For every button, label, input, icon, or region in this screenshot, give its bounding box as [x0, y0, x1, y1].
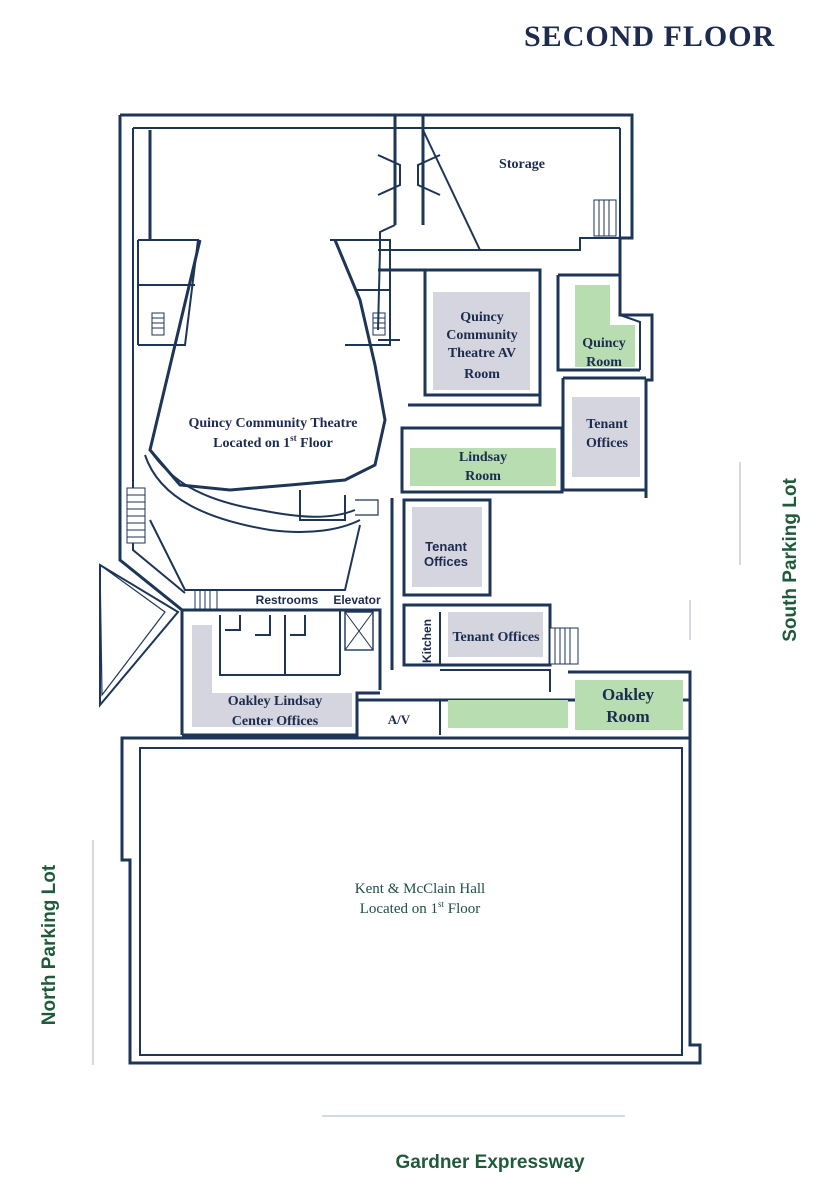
quincy-room-label-line2: Room — [586, 355, 622, 370]
av-oakley-row — [355, 670, 692, 738]
hall-label-line1: Kent & McClain Hall — [355, 881, 485, 897]
oakley-room-label-line2: Room — [606, 707, 649, 726]
theatre-block — [137, 130, 391, 591]
hall-label-line2: Located on 1st Floor — [360, 899, 481, 917]
tenant-mid-label-line2: Offices — [424, 554, 468, 569]
lindsay-room-block — [400, 426, 564, 494]
tenant-east-label-line2: Offices — [586, 436, 629, 451]
south-parking-lot-label: South Parking Lot — [780, 478, 801, 642]
expressway-label: Gardner Expressway — [395, 1152, 584, 1173]
restrooms-label: Restrooms — [256, 593, 319, 607]
oakley-room-label-line1: Oakley — [602, 685, 654, 704]
theatre-av-label-line2: Community — [446, 328, 518, 343]
restroom-block — [182, 608, 382, 690]
av-label: A/V — [388, 712, 411, 727]
theatre-av-label-line1: Quincy — [460, 310, 504, 325]
tenant-south-label: Tenant Offices — [453, 630, 541, 645]
oakley-lindsay-label: Oakley Lindsay Center Offices — [228, 694, 323, 729]
tenant-east-block — [561, 376, 646, 492]
tenant-east-label-line1: Tenant — [586, 417, 628, 432]
lindsay-room-label: Lindsay Room — [459, 450, 507, 484]
quincy-room-label-line1: Quincy — [582, 336, 626, 351]
oakley-lindsay-label-line1: Oakley Lindsay — [228, 694, 323, 709]
lindsay-room-label-line1: Lindsay — [459, 450, 507, 465]
storage-label: Storage — [499, 157, 545, 172]
north-parking-lot-label: North Parking Lot — [39, 864, 60, 1025]
hall-label: Kent & McClain Hall Located on 1st Floor — [355, 881, 485, 917]
page-title: SECOND FLOOR — [524, 20, 775, 53]
theatre-av-label-line4: Room — [464, 367, 500, 382]
kitchen-tenant-south-block — [402, 603, 579, 692]
tenant-east-label: Tenant Offices — [586, 417, 629, 451]
lindsay-room-label-line2: Room — [465, 469, 501, 484]
theatre-av-label: Quincy Community Theatre AV Room — [446, 310, 518, 382]
kent-mcclain-hall — [120, 736, 702, 1065]
west-stair — [99, 487, 218, 708]
elevator-label: Elevator — [333, 593, 381, 607]
oakley-lindsay-offices-block — [182, 625, 380, 737]
theatre-label-line2: Located on 1st Floor — [213, 433, 333, 451]
theatre-label: Quincy Community Theatre Located on 1st … — [188, 416, 357, 451]
quincy-room-label: Quincy Room — [582, 336, 626, 370]
kitchen-label: Kitchen — [420, 619, 434, 663]
theatre-av-room — [378, 268, 542, 407]
oakley-lindsay-label-line2: Center Offices — [232, 714, 319, 729]
theatre-label-line1: Quincy Community Theatre — [188, 416, 357, 431]
tenant-mid-block — [390, 498, 492, 670]
storage-area — [377, 115, 620, 331]
theatre-av-label-line3: Theatre AV — [448, 346, 516, 361]
tenant-mid-label-line1: Tenant — [425, 539, 467, 554]
tenant-mid-label: Tenant Offices — [424, 539, 468, 569]
quincy-room-block — [556, 273, 641, 372]
oakley-room-label: Oakley Room — [602, 685, 654, 726]
